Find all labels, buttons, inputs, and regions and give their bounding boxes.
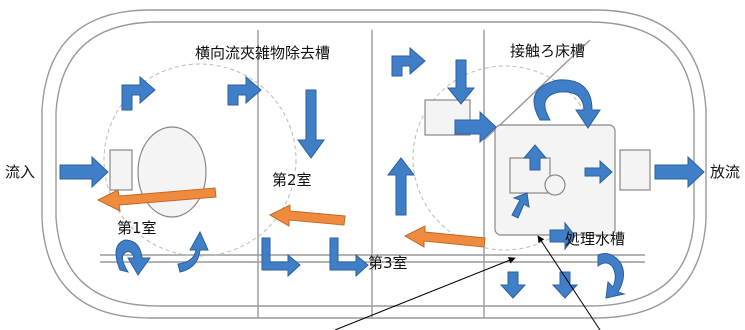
flow-arrow-outlet bbox=[654, 155, 705, 189]
air-lift bbox=[544, 174, 566, 196]
flow-arrow-loop-3 bbox=[549, 221, 576, 251]
flow-arrow-loop-contact bbox=[533, 79, 601, 129]
tank-outer-wall bbox=[41, 9, 707, 319]
pump-unit bbox=[509, 157, 551, 194]
flow-arrow-inlet bbox=[59, 155, 109, 189]
chamber-2-label: 第2室 bbox=[272, 171, 312, 189]
tank-inner-wall bbox=[55, 21, 695, 307]
transfer-arrow-3 bbox=[403, 225, 486, 248]
flow-arrow-down-1 bbox=[499, 271, 527, 299]
flow-arrow-down-ch2 bbox=[297, 89, 325, 159]
flow-arrow-up-ch3 bbox=[386, 157, 416, 216]
flow-arrow-turn-2 bbox=[227, 75, 262, 106]
transfer-arrows bbox=[96, 187, 486, 248]
outflow-label: 放流 bbox=[710, 163, 740, 181]
flow-arrows bbox=[59, 46, 705, 299]
inlet-pipe bbox=[109, 149, 133, 191]
inflow-label: 流入 bbox=[5, 163, 35, 181]
flow-arrow-turn-ch2-bottom bbox=[261, 237, 301, 278]
flow-arrow-diag-pump bbox=[511, 192, 530, 219]
flow-arrow-down-ch3 bbox=[446, 59, 476, 105]
flow-arrow-turn-3 bbox=[391, 46, 426, 77]
flow-arrow-loop-1 bbox=[115, 239, 151, 276]
pointer-line-left bbox=[334, 257, 516, 330]
flow-arrow-curl-treated bbox=[597, 253, 626, 299]
flow-arrow-turn-1 bbox=[121, 75, 156, 111]
outlet-pipe bbox=[619, 149, 651, 191]
transfer-arrow-2 bbox=[268, 204, 346, 227]
pointer-line-right bbox=[537, 235, 601, 330]
flow-arrow-up-pump bbox=[522, 144, 548, 171]
separation-tank-label: 横向流夾雑物除去槽 bbox=[195, 44, 330, 62]
contact-bed-tank-label: 接触ろ床槽 bbox=[510, 42, 585, 60]
transfer-arrow-1 bbox=[96, 187, 217, 212]
pointer-lines bbox=[334, 235, 601, 330]
treated-water-tank-label: 処理水槽 bbox=[565, 230, 625, 248]
pipe-fittings bbox=[109, 99, 651, 236]
contact-bed-hatch bbox=[483, 39, 591, 141]
chamber-3-label: 第3室 bbox=[368, 254, 408, 272]
chamber-1-label: 第1室 bbox=[117, 219, 157, 237]
flow-arrow-right-ch3 bbox=[454, 110, 497, 144]
flow-arrow-right-pump bbox=[584, 159, 613, 185]
inlet-baffle bbox=[137, 126, 207, 218]
flow-arrow-turn-ch3-bottom bbox=[329, 237, 369, 278]
manhole-1 bbox=[103, 63, 297, 257]
flow-arrow-loop-2 bbox=[177, 230, 209, 273]
flow-arrow-down-2 bbox=[551, 271, 579, 299]
